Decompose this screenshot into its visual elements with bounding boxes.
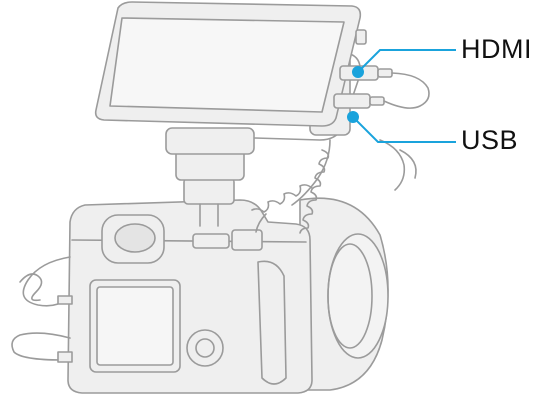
hdmi-callout bbox=[352, 49, 456, 78]
monitor-mount bbox=[165, 127, 255, 227]
monitor-screen bbox=[109, 17, 345, 113]
hdmi-label: HDMI bbox=[461, 34, 532, 64]
camera-lens bbox=[299, 197, 389, 391]
monitor-device bbox=[94, 1, 367, 127]
coiled-cable bbox=[251, 139, 417, 234]
usb-label: USB bbox=[461, 125, 519, 155]
side-cables bbox=[11, 256, 73, 363]
camera-body bbox=[67, 199, 313, 394]
usb-callout bbox=[347, 111, 456, 143]
